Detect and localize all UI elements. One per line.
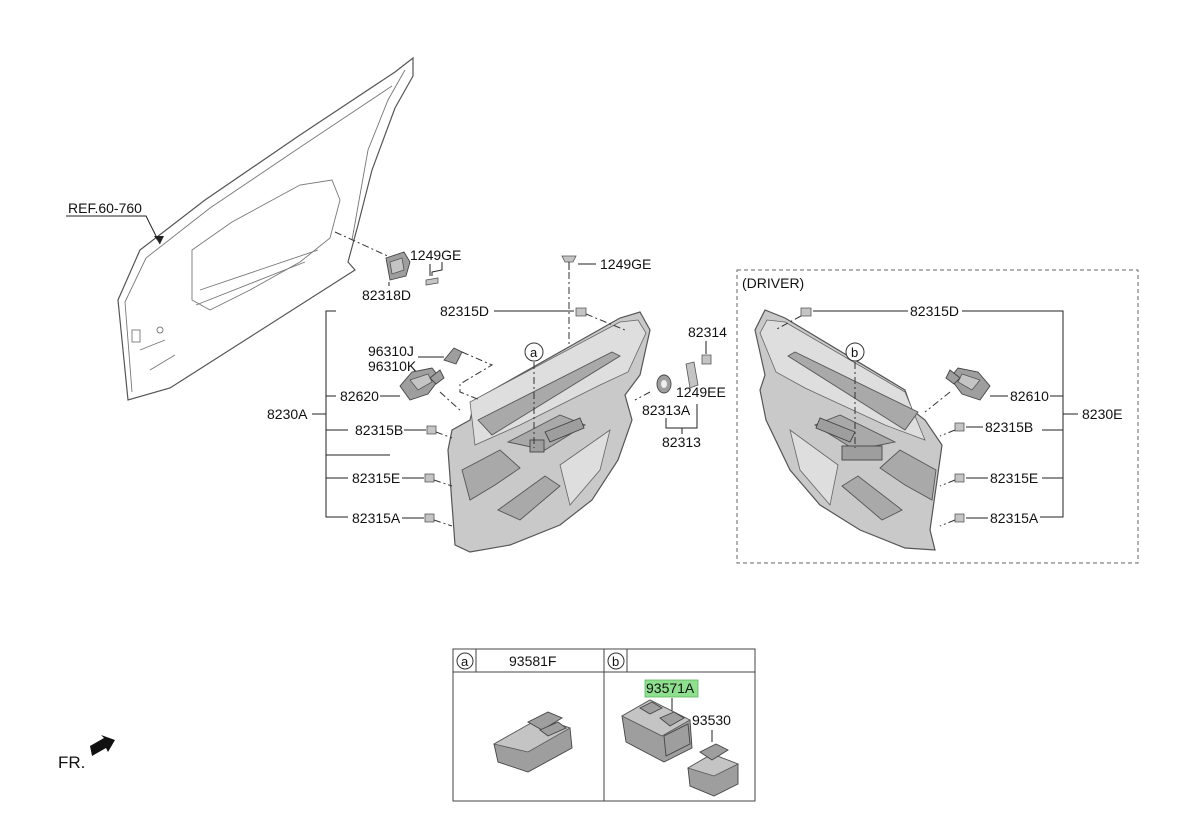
label-82315d-right: 82315D — [910, 303, 959, 319]
label-82620: 82620 — [340, 388, 379, 404]
switch-93571a — [621, 699, 693, 763]
hinge-82610 — [945, 367, 991, 401]
fastener-82315a-left — [424, 513, 435, 523]
fastener-82315e-left — [424, 473, 435, 483]
inset-b-circle — [607, 652, 625, 670]
callout-a-circle — [524, 342, 544, 362]
fastener-82315e-right — [954, 473, 965, 483]
label-82315e-left: 82315E — [352, 470, 400, 486]
label-fr: FR. — [58, 753, 85, 772]
label-driver: (DRIVER) — [742, 275, 804, 291]
fastener-82315a-right — [954, 513, 965, 523]
label-82315a-left: 82315A — [352, 510, 401, 526]
bolt-1249ee — [685, 361, 699, 389]
fastener-82315d-right — [800, 307, 812, 317]
grommet-82313a — [656, 374, 672, 394]
clip-82318d — [385, 251, 411, 281]
label-82315e-right: 82315E — [990, 470, 1038, 486]
front-arrow-icon — [90, 735, 115, 756]
label-82313: 82313 — [662, 434, 701, 450]
door-frame — [117, 56, 414, 401]
inset-a-part-number: 93581F — [509, 653, 556, 669]
arrow-head-icon — [154, 236, 164, 244]
bracket-96310 — [443, 347, 463, 365]
fastener-82315b-left — [426, 425, 437, 435]
label-82314: 82314 — [688, 324, 727, 340]
callout-b-circle — [845, 342, 865, 362]
label-8230a: 8230A — [267, 406, 308, 422]
inset-b-part-number: 93530 — [692, 712, 731, 728]
inset-a-letter: a — [461, 654, 469, 669]
label-82313a: 82313A — [642, 402, 691, 418]
label-1249ee: 1249EE — [676, 384, 726, 400]
driver-section-box — [736, 269, 1139, 564]
switch-93581f — [492, 711, 573, 773]
screw-1249ge-center — [561, 255, 577, 270]
label-82318d: 82318D — [362, 287, 411, 303]
inset-table — [452, 648, 756, 802]
inset-a-circle — [456, 652, 474, 670]
label-8230e: 8230E — [1082, 406, 1122, 422]
inset-b-letter: b — [612, 654, 619, 669]
door-trim-panel-passenger — [447, 311, 651, 553]
callout-a-letter: a — [530, 345, 538, 360]
switch-93530 — [687, 743, 739, 797]
screw-1249ge-upper — [425, 262, 443, 286]
highlight-93571a — [644, 679, 699, 698]
fastener-82315b-right — [954, 422, 965, 432]
label-82610: 82610 — [1010, 388, 1049, 404]
door-trim-panel-driver — [754, 309, 943, 551]
label-1249ge-center: 1249GE — [600, 256, 651, 272]
label-1249ge-upper: 1249GE — [410, 247, 461, 263]
inset-b-part-highlight: 93571A — [646, 680, 695, 696]
label-82315b-left: 82315B — [355, 422, 403, 438]
label-82315d-left: 82315D — [440, 303, 489, 319]
label-96310j: 96310J — [368, 343, 414, 359]
fastener-82315d-left — [575, 307, 587, 317]
callout-b-letter: b — [851, 345, 858, 360]
label-82315b-right: 82315B — [985, 419, 1033, 435]
label-96310k: 96310K — [368, 358, 417, 374]
part-82314 — [701, 354, 712, 365]
label-82315a-right: 82315A — [990, 510, 1039, 526]
label-ref-door: REF.60-760 — [68, 200, 142, 216]
hinge-82620 — [399, 367, 445, 401]
